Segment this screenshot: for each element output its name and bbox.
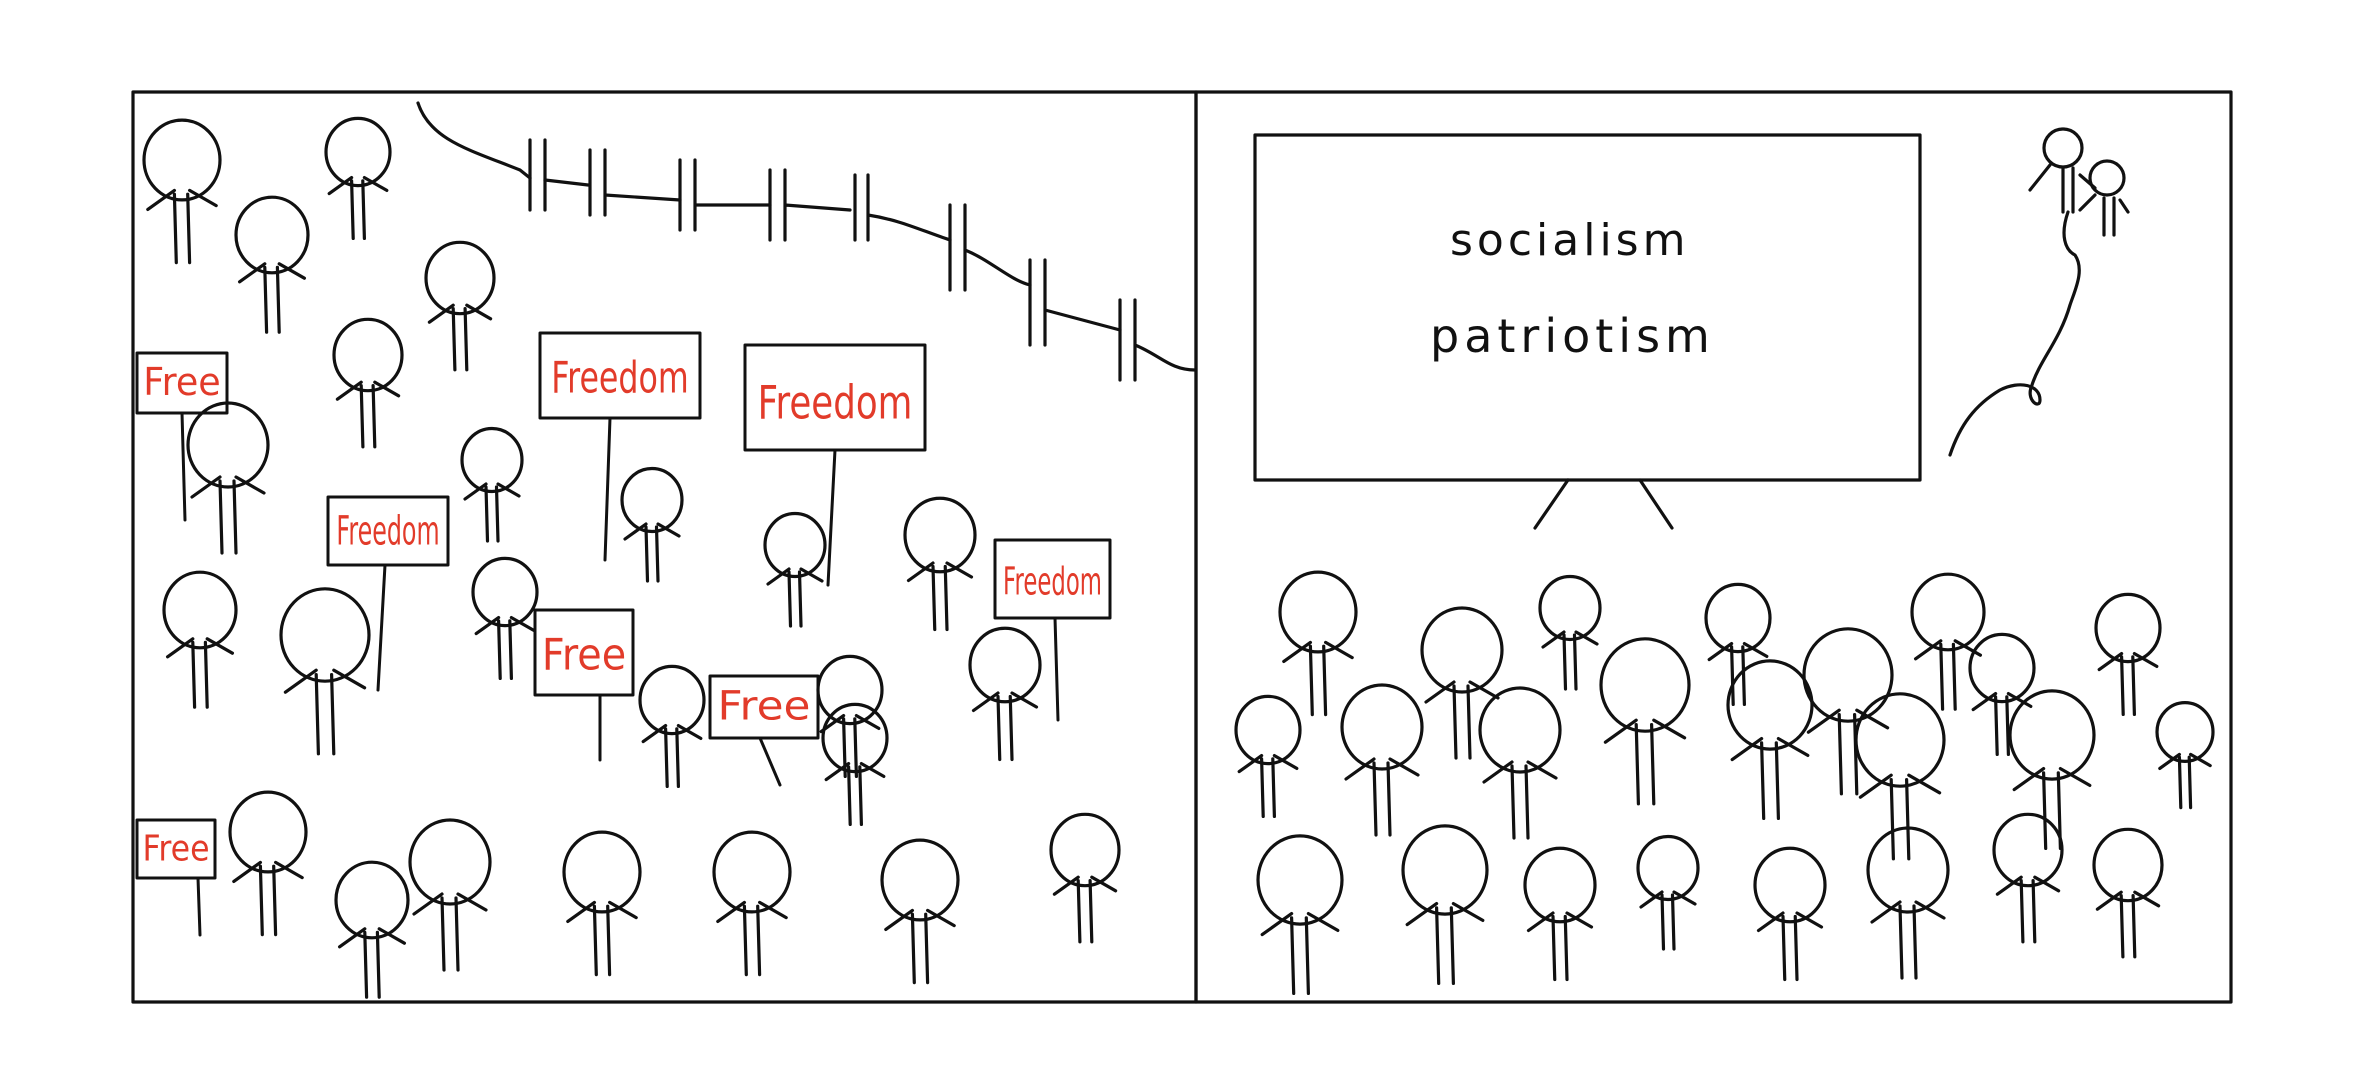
sign-text: Free bbox=[718, 683, 811, 729]
protester-figure bbox=[763, 511, 827, 628]
fence-wire bbox=[416, 101, 1197, 382]
sign-text: Freedom bbox=[758, 376, 913, 430]
audience-figure bbox=[1538, 574, 1602, 691]
audience-figure bbox=[1420, 606, 1504, 760]
audience-figure bbox=[2008, 689, 2096, 850]
sign-text: Free bbox=[143, 360, 220, 404]
protester-figure bbox=[162, 570, 238, 709]
protester-figure bbox=[228, 790, 308, 937]
protester-figure bbox=[324, 116, 392, 240]
screen-line-2: patriotism bbox=[1430, 309, 1715, 363]
audience-figure bbox=[1523, 846, 1597, 982]
floating-figures bbox=[1948, 127, 2130, 457]
protest-sign: Freedom bbox=[743, 343, 927, 587]
protester-figure bbox=[968, 626, 1042, 762]
screen-line-1: socialism bbox=[1450, 215, 1689, 266]
protester-figure bbox=[880, 838, 960, 985]
sign-text: Free bbox=[542, 630, 626, 681]
protester-figure bbox=[142, 118, 222, 265]
propaganda-screen: socialism patriotism bbox=[1253, 133, 1922, 530]
audience-figure bbox=[1704, 582, 1772, 706]
audience-figure bbox=[1992, 812, 2064, 944]
audience-figure bbox=[1726, 659, 1814, 820]
audience-figure bbox=[1802, 627, 1894, 796]
protest-sign: Freedom bbox=[993, 538, 1112, 722]
protester-figure bbox=[234, 195, 310, 334]
audience-figure bbox=[1340, 683, 1424, 837]
protest-sign: Free bbox=[135, 818, 217, 937]
audience-figure bbox=[1278, 570, 1358, 717]
protester-figure bbox=[424, 240, 496, 372]
sign-text: Freedom bbox=[336, 509, 439, 555]
protester-figure bbox=[562, 830, 642, 977]
audience-figure bbox=[1968, 632, 2036, 756]
right-panel-frame bbox=[1194, 90, 2233, 1004]
audience-figure bbox=[1234, 694, 1302, 818]
audience-crowd bbox=[1234, 570, 2215, 995]
protester-figure bbox=[186, 401, 270, 555]
audience-figure bbox=[1854, 692, 1946, 861]
audience-figure bbox=[1599, 637, 1691, 806]
sign-text: Freedom bbox=[1003, 560, 1102, 604]
protester-figure bbox=[620, 466, 684, 583]
protest-sign: Freedom bbox=[326, 495, 450, 692]
audience-figure bbox=[1256, 834, 1344, 995]
protester-figure bbox=[471, 556, 539, 680]
audience-figure bbox=[2155, 700, 2215, 810]
protester-figure bbox=[334, 860, 410, 999]
left-crowd bbox=[142, 116, 1121, 999]
protester-figure bbox=[1049, 812, 1121, 944]
sign-text: Freedom bbox=[551, 353, 689, 404]
protester-figure bbox=[332, 317, 404, 449]
protester-figure bbox=[408, 818, 492, 972]
protester-figure bbox=[821, 702, 889, 826]
protest-sign: Free bbox=[135, 351, 229, 522]
audience-figure bbox=[2094, 592, 2162, 716]
protester-figure bbox=[279, 587, 371, 756]
audience-figure bbox=[1636, 834, 1700, 951]
audience-figure bbox=[1478, 686, 1562, 840]
protester-figure bbox=[712, 830, 792, 977]
protest-sign: Freedom bbox=[538, 331, 702, 562]
left-panel-frame bbox=[131, 90, 1198, 1004]
audience-figure bbox=[1401, 824, 1489, 985]
protester-figure bbox=[638, 664, 706, 788]
protest-sign: Free bbox=[533, 608, 635, 762]
protester-figure bbox=[903, 496, 977, 632]
protest-sign: Free bbox=[708, 674, 820, 787]
audience-figure bbox=[1866, 826, 1950, 980]
audience-figure bbox=[1910, 572, 1986, 711]
audience-figure bbox=[2092, 827, 2164, 959]
protester-figure bbox=[460, 426, 524, 543]
sign-text: Free bbox=[142, 829, 209, 870]
audience-figure bbox=[1753, 846, 1827, 982]
